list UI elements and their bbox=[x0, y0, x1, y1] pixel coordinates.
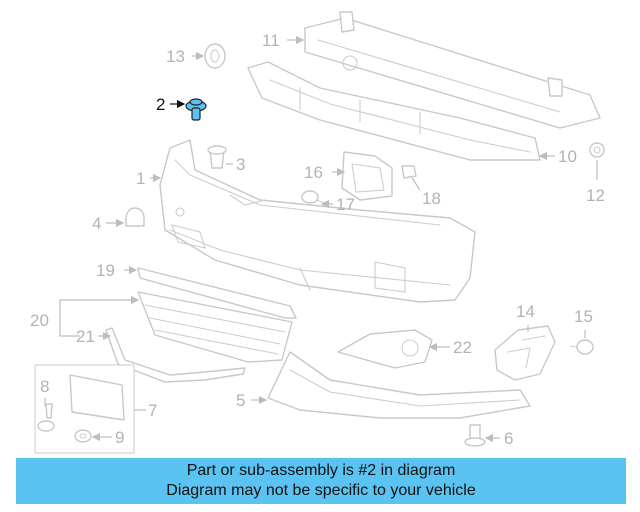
energy-absorber-part bbox=[247, 61, 541, 161]
clip-18-part bbox=[401, 165, 417, 179]
banner-line-2: Diagram may not be specific to your vehi… bbox=[166, 482, 476, 499]
callout-11: 11 bbox=[262, 31, 280, 50]
callout-4: 4 bbox=[92, 214, 101, 233]
screw-2-highlighted bbox=[185, 98, 207, 121]
info-banner: Part or sub-assembly is #2 in diagram Di… bbox=[16, 458, 626, 504]
nut-12-part bbox=[589, 142, 605, 158]
callout-6: 6 bbox=[504, 429, 513, 448]
callout-22: 22 bbox=[453, 338, 472, 357]
clip-13-part bbox=[204, 43, 226, 69]
screw-8-part bbox=[37, 403, 55, 432]
callout-15: 15 bbox=[574, 307, 593, 326]
nut-9-part bbox=[74, 429, 92, 443]
bracket-16-part bbox=[341, 151, 393, 201]
callout-21: 21 bbox=[76, 327, 95, 346]
callout-7: 7 bbox=[148, 401, 157, 420]
spoiler-5-part bbox=[267, 351, 531, 419]
callout-1: 1 bbox=[136, 169, 145, 188]
lower-grille-20-part bbox=[137, 291, 293, 363]
callout-9: 9 bbox=[115, 428, 124, 447]
grommet-3-part bbox=[207, 145, 227, 169]
tow-cap-4-part bbox=[125, 207, 145, 227]
callout-16: 16 bbox=[304, 163, 323, 182]
callout-2: 2 bbox=[156, 95, 165, 114]
callout-19: 19 bbox=[96, 261, 115, 280]
callout-8: 8 bbox=[40, 377, 49, 396]
trim-strip-19-part bbox=[137, 267, 297, 319]
bolt-6-part bbox=[464, 424, 486, 447]
callout-14: 14 bbox=[516, 302, 535, 321]
callout-17: 17 bbox=[336, 195, 355, 214]
clip-15-part bbox=[569, 339, 594, 355]
bracket-14-part bbox=[494, 325, 556, 381]
callout-20: 20 bbox=[30, 311, 49, 330]
callout-13: 13 bbox=[166, 47, 185, 66]
callout-3: 3 bbox=[236, 155, 245, 174]
bumper-cover-part bbox=[159, 139, 476, 303]
callout-5: 5 bbox=[236, 391, 245, 410]
parts-diagram: 11 13 2 1 3 4 16 17 18 10 12 19 20 21 22… bbox=[30, 11, 605, 454]
leader-lines bbox=[44, 35, 598, 443]
molding-21-part bbox=[105, 327, 246, 383]
fog-bezel-22-part bbox=[337, 329, 433, 369]
banner-line-1: Part or sub-assembly is #2 in diagram bbox=[186, 462, 456, 479]
callout-10: 10 bbox=[558, 147, 577, 166]
clip-17-part bbox=[301, 190, 329, 205]
callout-18: 18 bbox=[422, 189, 441, 208]
callout-12: 12 bbox=[586, 186, 605, 205]
impact-bar-part bbox=[304, 11, 601, 129]
